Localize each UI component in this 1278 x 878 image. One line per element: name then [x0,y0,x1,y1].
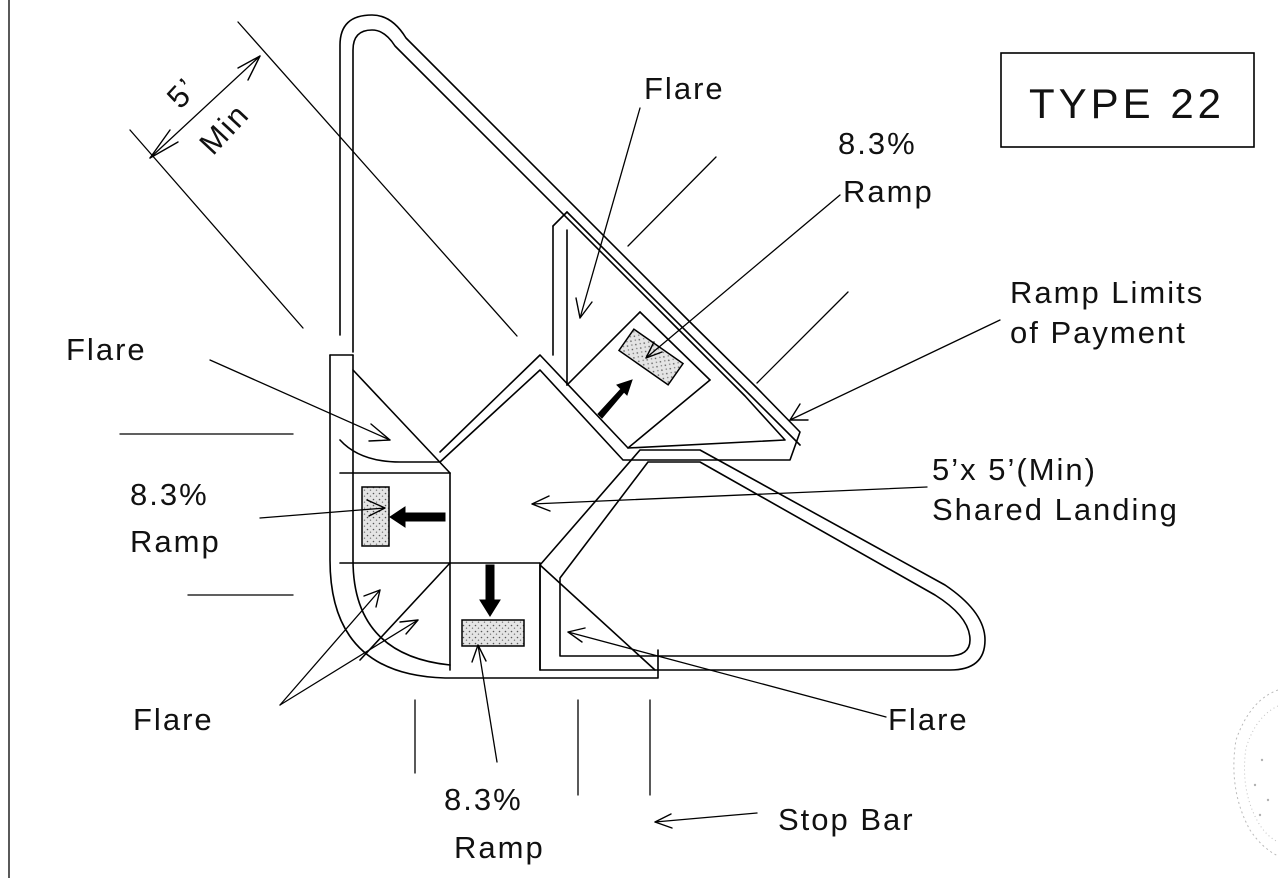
label-ramp-top-pct: 8.3% [838,126,917,161]
label-limits-line2: of Payment [1010,315,1187,350]
bottom-ramp [449,562,656,671]
label-flare-top: Flare [644,71,725,106]
limit-line-top [627,156,717,247]
type-label: TYPE 22 [1029,80,1225,127]
label-ramp-left-word: Ramp [130,524,221,559]
dimension-5ft-min: 5’ Min [129,21,518,337]
island-outer [339,14,801,463]
label-flare-bottom-left: Flare [133,702,214,737]
label-ramp-bottom-pct: 8.3% [444,782,523,817]
top-ramp-direction-arrow [597,379,633,419]
island-right-outer [539,449,986,671]
corner-curb-inner [352,354,451,666]
top-ramp [552,211,801,449]
label-landing-line1: 5’x 5’(Min) [932,452,1097,487]
label-landing-line2: Shared Landing [932,492,1179,527]
island-inner [352,29,786,453]
label-limits-line1: Ramp Limits [1010,275,1204,310]
bottom-ramp-direction-arrow [479,564,501,617]
top-ramp-pad [617,328,685,386]
left-ramp-pad [361,486,390,547]
left-ramp [339,369,451,661]
corner-curb [329,354,659,679]
label-flare-left: Flare [66,332,147,367]
left-ramp-direction-arrow [389,506,446,528]
svg-text:Min: Min [192,96,256,161]
svg-text:5’: 5’ [160,71,205,115]
label-flare-right: Flare [888,702,969,737]
label-ramp-left-pct: 8.3% [130,477,209,512]
limit-line-right [756,291,849,384]
label-ramp-top-word: Ramp [843,174,934,209]
bottom-ramp-pad [461,619,525,647]
leaders [209,107,1001,829]
island-right-inner [559,461,971,657]
type-box: TYPE 22 [1000,52,1255,148]
label-ramp-bottom-word: Ramp [454,830,545,865]
label-stop-bar: Stop Bar [778,802,915,837]
engineer-seal [1233,689,1278,857]
